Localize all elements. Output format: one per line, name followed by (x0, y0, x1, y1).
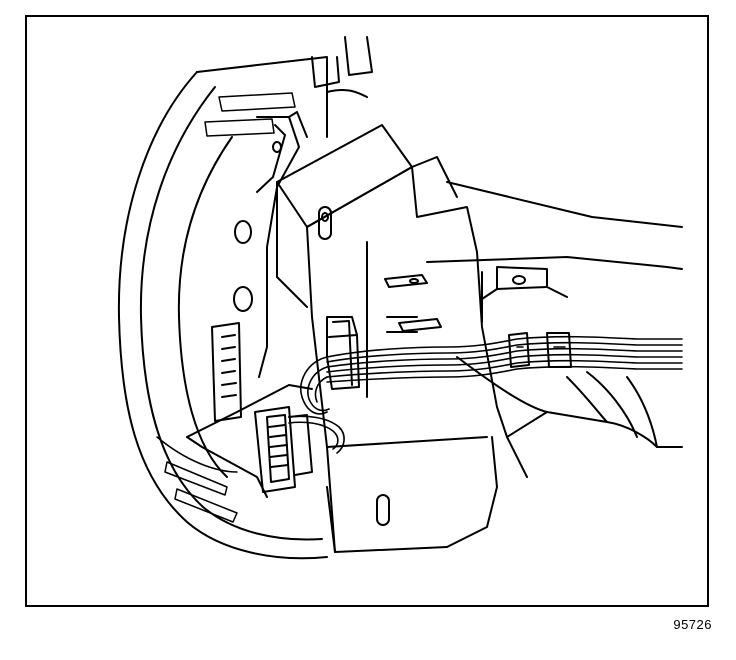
housing-box (277, 125, 497, 552)
housing-tabs (385, 275, 441, 331)
lower-connector (255, 407, 312, 492)
housing-slots (319, 207, 389, 525)
door-panel-outline (119, 37, 372, 558)
switch-module (187, 323, 312, 497)
figure-number: 95726 (673, 617, 712, 632)
duct-channel (427, 182, 682, 477)
upper-connector (327, 317, 359, 389)
technical-illustration (27, 17, 707, 605)
mounting-bracket (234, 112, 307, 377)
panel-trim-ribs (157, 93, 295, 522)
illustration-frame (25, 15, 709, 607)
wiring-harness (289, 333, 682, 453)
